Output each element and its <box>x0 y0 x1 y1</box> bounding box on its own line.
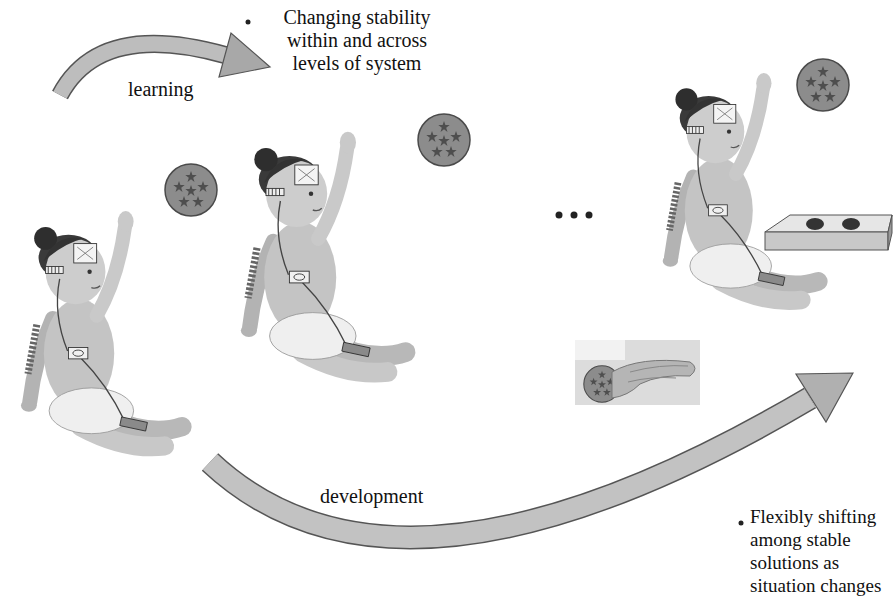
arrow-label: learning <box>128 78 238 101</box>
platform-block <box>765 215 892 250</box>
arrow-label: development <box>320 485 460 508</box>
infant-figure <box>663 73 819 301</box>
infant-figure <box>21 211 182 447</box>
star-ball <box>418 114 470 166</box>
bullet-note: Changing stability within and across lev… <box>262 6 452 75</box>
hand-grasp-photo <box>575 340 700 405</box>
ellipsis-dots <box>556 212 593 219</box>
bullet-dot <box>246 20 251 25</box>
infant-figure <box>241 132 406 373</box>
bullet-dot <box>739 521 744 526</box>
bullet-note: Flexibly shifting among stable solutions… <box>750 505 890 597</box>
star-ball <box>797 59 849 111</box>
star-ball <box>165 164 217 216</box>
